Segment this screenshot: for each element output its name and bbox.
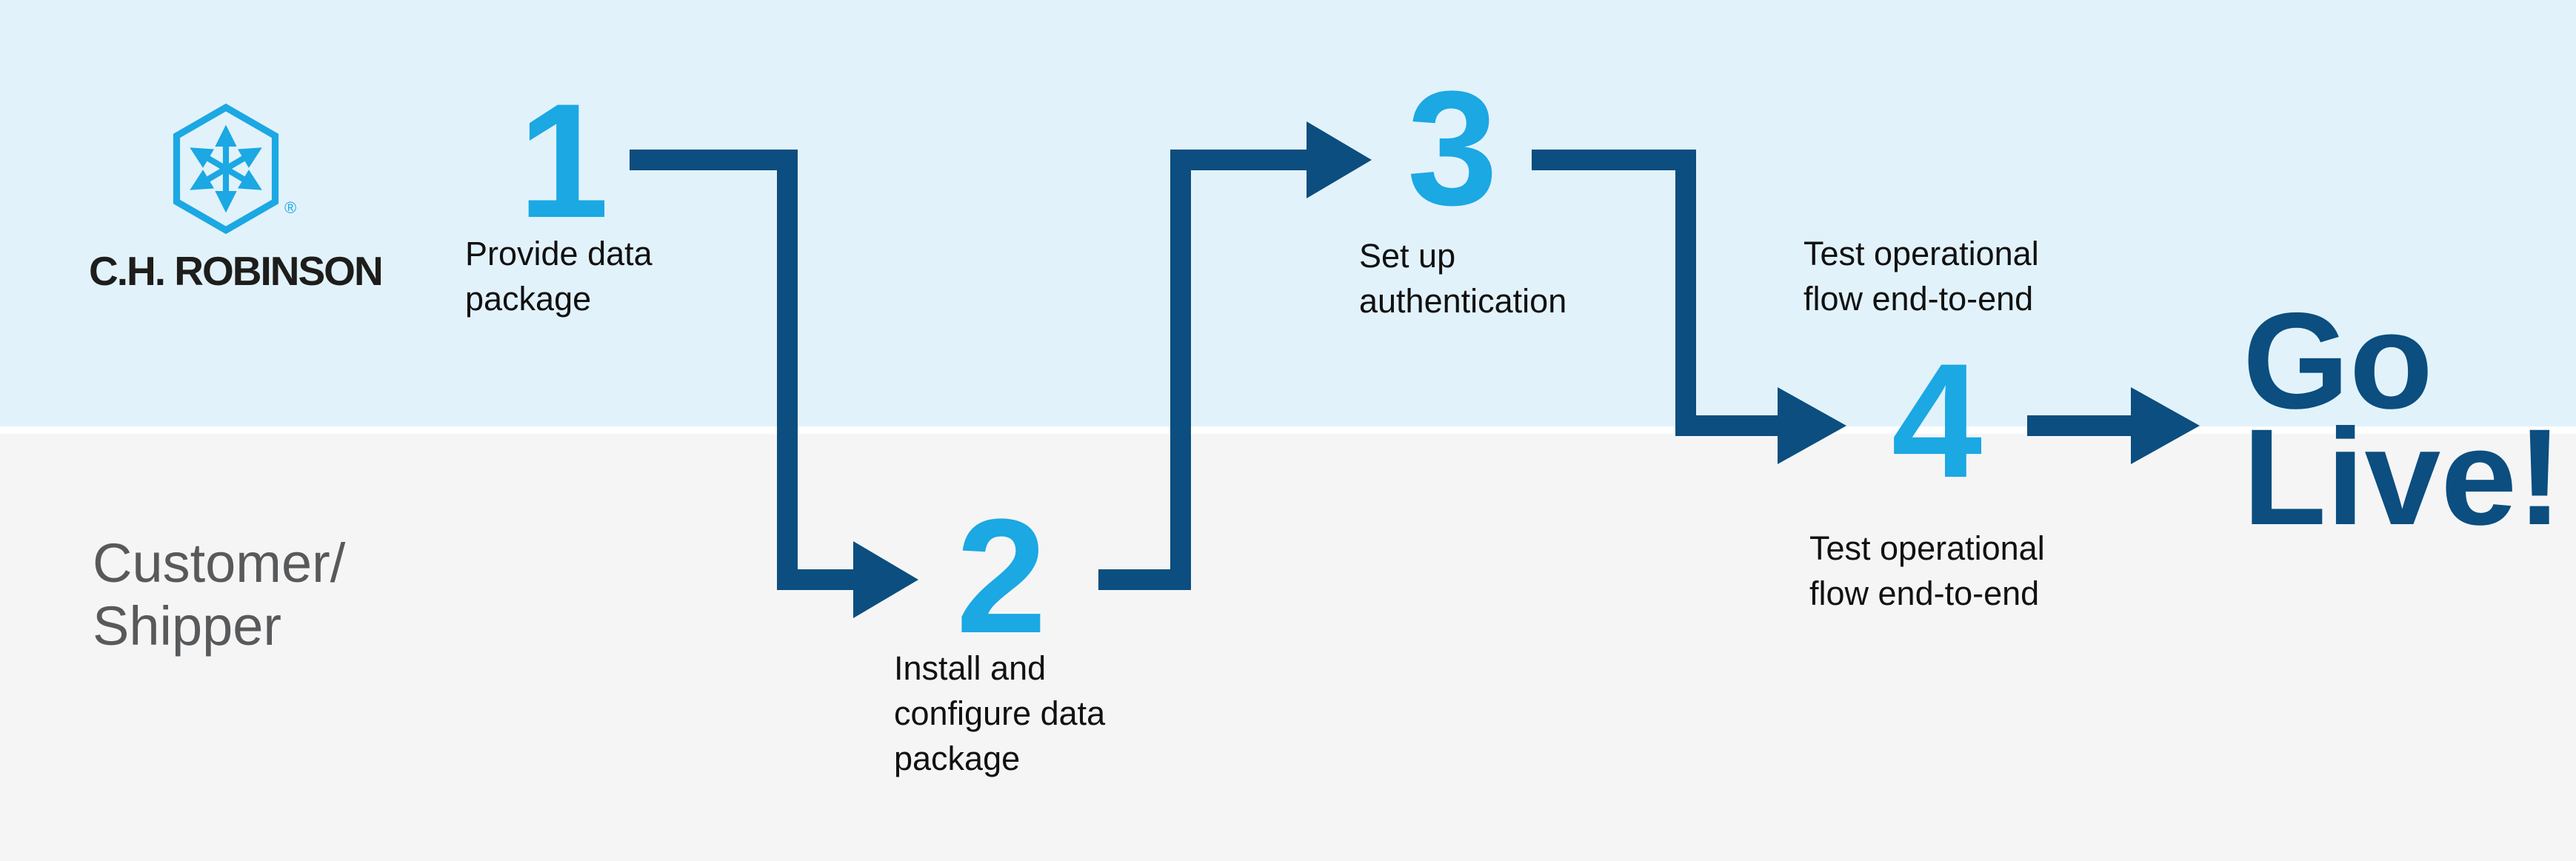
logo-cube-arrows [190, 124, 262, 213]
go-live-line: Go [2243, 285, 2433, 438]
step-3-number: 3 [1407, 57, 1498, 239]
step-3-label: Set up authentication [1359, 233, 1566, 324]
step-2-label-line: Install and [894, 649, 1047, 687]
lane-label-customer-shipper: Customer/ Shipper [93, 532, 345, 657]
chr-wordmark: C.H. ROBINSON [89, 248, 384, 294]
arrow-step1-to-step2 [630, 150, 918, 618]
chr-hexagon-cube-logo-icon [173, 104, 279, 234]
arrow-step3-to-step4 [1532, 150, 1846, 464]
go-live-line: Live! [2243, 401, 2563, 554]
logo-hexagon-outline [173, 104, 279, 234]
step-2-number: 2 [955, 485, 1047, 667]
arrowhead-into-step4 [1778, 387, 1846, 464]
arrow-step4-to-golive [2027, 387, 2200, 464]
step-2-label-line: package [894, 740, 1021, 777]
lane-customer-band [0, 434, 2576, 861]
step-2-label: Install and configure data package [894, 646, 1105, 781]
step-2-label-line: configure data [894, 694, 1106, 732]
lane-chrobinson-band [0, 0, 2576, 426]
step-4-label-above: Test operational flow end-to-end [1803, 231, 2039, 321]
step-4-label-line: Test operational [1803, 235, 2039, 272]
registered-trademark-symbol: ® [284, 198, 297, 217]
step-4-label-below: Test operational flow end-to-end [1809, 526, 2045, 616]
arrowhead-into-step3 [1307, 121, 1372, 198]
step-4-number: 4 [1891, 329, 1983, 512]
step-1-label: Provide data package [465, 231, 653, 321]
step-1-number: 1 [518, 70, 610, 252]
step-1-label-line: package [465, 280, 592, 318]
step-3-label-line: authentication [1359, 282, 1567, 320]
step-4-label-line: flow end-to-end [1803, 280, 2034, 318]
step-1-label-line: Provide data [465, 235, 653, 272]
lane-divider [0, 426, 2576, 434]
step-4-label-line: flow end-to-end [1809, 574, 2040, 612]
step-4-label-line: Test operational [1809, 529, 2045, 567]
go-live-title: Go Live! [2243, 285, 2563, 554]
arrowhead-into-step2 [853, 541, 918, 618]
lane-label-line: Customer/ [93, 532, 346, 594]
lane-label-line: Shipper [93, 595, 282, 657]
step-3-label-line: Set up [1359, 237, 1456, 275]
arrowhead-into-golive [2131, 387, 2200, 464]
arrow-step2-to-step3 [1098, 121, 1372, 590]
